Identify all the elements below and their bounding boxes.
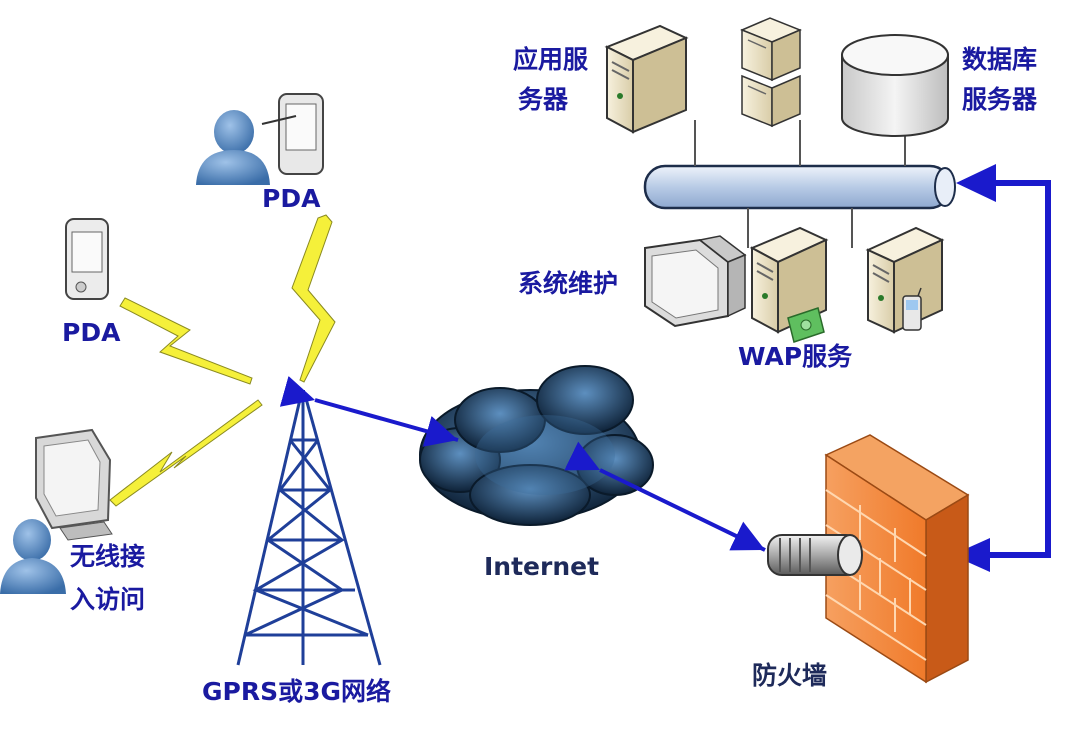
internet-label: Internet (484, 552, 599, 581)
application-server-icon (604, 24, 689, 134)
system-maintenance-label: 系统维护 (518, 269, 618, 298)
lightning-bottom-icon (109, 399, 263, 507)
lightning-top-icon (291, 214, 336, 383)
firewall-plug-icon (767, 534, 863, 576)
pda-handheld-icon (65, 218, 109, 300)
firewall-bus-connector-arrow (952, 164, 1051, 572)
database-server-icon (841, 34, 949, 137)
internet-firewall-arrow (564, 441, 766, 552)
money-icon (787, 307, 825, 343)
person-icon (196, 110, 270, 185)
server-cluster-icon (740, 17, 802, 128)
app-server-label-line2: 务器 (518, 85, 569, 114)
app-server-label-line1: 应用服 (513, 45, 589, 74)
user-person-icon (0, 519, 66, 594)
maintenance-terminal-icon (644, 235, 747, 328)
lightning-left-icon (119, 297, 253, 385)
firewall-label: 防火墙 (752, 661, 827, 690)
db-server-label-line1: 数据库 (962, 45, 1037, 74)
wireless-access-label-line1: 无线接 (70, 542, 145, 571)
network-bus-icon (643, 120, 956, 248)
mobile-phone-icon (902, 287, 922, 331)
internet-cloud-icon (419, 365, 654, 526)
gprs-3g-network-label: GPRS或3G网络 (202, 677, 391, 706)
tower-internet-arrow (279, 375, 459, 447)
pda-top-label: PDA (262, 184, 321, 213)
wap-service-label: WAP服务 (738, 342, 852, 371)
cell-tower-icon (236, 390, 382, 666)
computer-monitor-icon (35, 428, 113, 541)
pda-device-icon (261, 93, 324, 175)
db-server-label-line2: 服务器 (962, 85, 1038, 114)
wireless-access-label-line2: 入访问 (70, 585, 145, 614)
pda-left-label: PDA (62, 318, 121, 347)
